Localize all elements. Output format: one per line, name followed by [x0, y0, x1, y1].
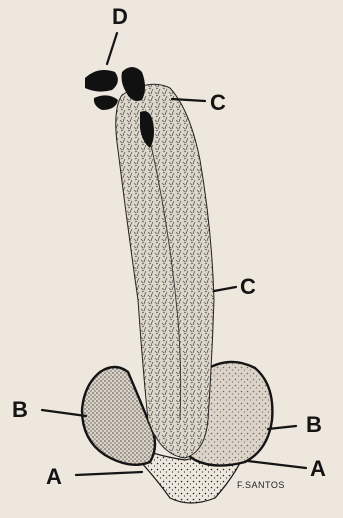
leader-b-left — [42, 410, 86, 416]
label-d: D — [112, 4, 128, 29]
label-c-lower: C — [240, 274, 256, 299]
label-a-right: A — [310, 456, 326, 481]
tip-left-lobe — [85, 70, 118, 92]
label-c-upper: C — [210, 90, 226, 115]
label-b-left: B — [12, 397, 28, 422]
leader-a-left — [76, 472, 142, 475]
label-b-right: B — [306, 412, 322, 437]
tip-left-lower-lobe — [94, 95, 118, 110]
artist-signature: F.SANTOS — [237, 480, 285, 490]
leader-c-lower — [214, 287, 236, 291]
leader-d — [107, 33, 117, 64]
leader-a-right — [248, 461, 306, 468]
leader-b-right — [268, 426, 296, 429]
label-a-left: A — [46, 464, 62, 489]
